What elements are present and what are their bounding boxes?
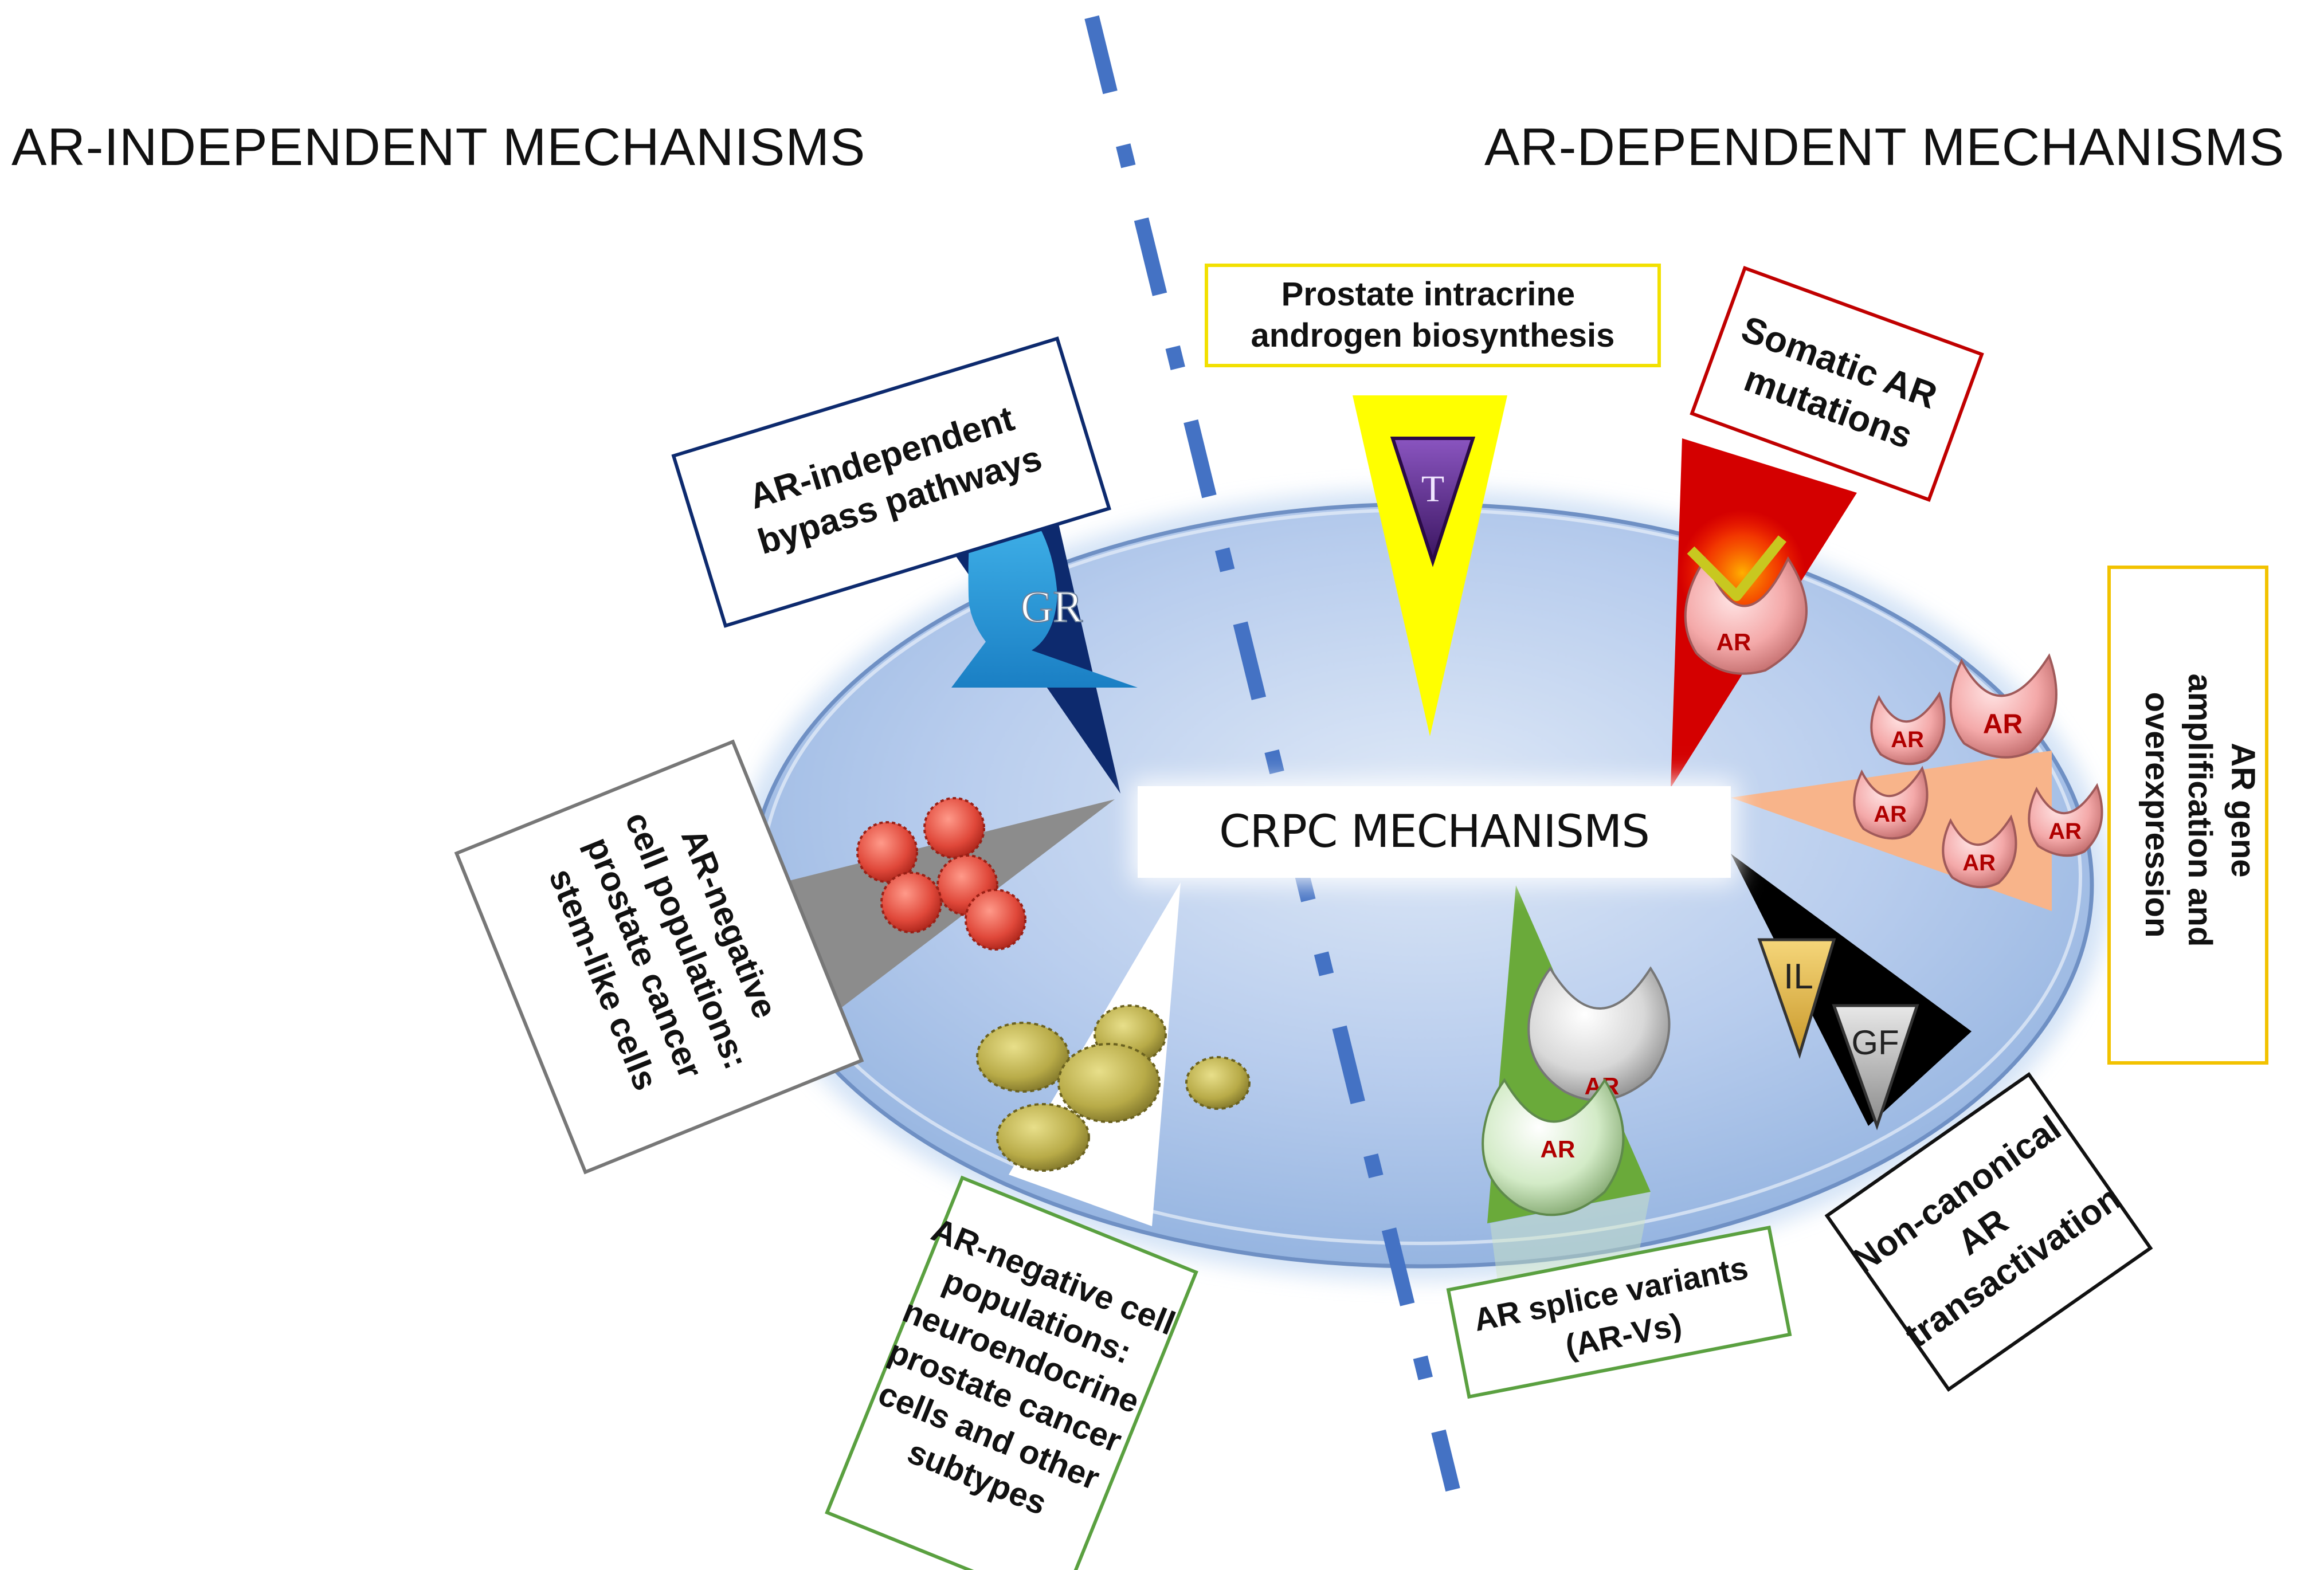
amplification-box: AR gene amplification and overexpression [2107,566,2268,1065]
intracrine-label-line1: Prostate intracrine [1281,276,1576,313]
il-ligand-icon: IL [1757,938,1836,1059]
testosterone-icon: T [1390,437,1476,567]
amplified-ar-receptor-2: AR [1949,653,2057,759]
stem-like-cells-icon [856,797,1026,951]
amplified-ar-label-3: AR [1874,802,1907,827]
amplified-ar-receptor-4: AR [1942,814,2017,889]
crpc-mechanisms-label: CRPC MECHANISMS [1138,786,1731,878]
somatic-box: Somatic AR mutations [1690,266,1984,502]
splice-ar-label-2: AR [1541,1136,1576,1163]
t-label: T [1421,468,1444,510]
amplification-label-line2: amplification and [2181,673,2219,947]
amplification-label-line3: overexpression [2138,692,2176,938]
noncanonical-wedge [1731,854,1972,1126]
divider-line [1084,15,1460,1492]
svg-text:AR gene amplification: AR gene amplification and overexpression [2138,673,2262,956]
gf-label: GF [1851,1023,1899,1062]
stemlike-box: AR-negative cell populations: prostate c… [454,739,864,1175]
intracrine-label-line2: androgen biosynthesis [1251,317,1615,354]
amplified-ar-receptor-3: AR [1853,766,1929,840]
gf-ligand-icon: GF [1832,1004,1919,1131]
stemlike-wedge [771,799,1115,1020]
mutated-ar-receptor-icon: AR [1679,510,1808,675]
neuroendocrine-cells-icon [976,1004,1251,1172]
bypass-box: AR-independent bypass pathways [671,336,1111,628]
intracrine-box: Prostate intracrine androgen biosynthesi… [1205,264,1661,367]
gr-receptor-icon: GR [951,519,1138,688]
il-label: IL [1784,957,1813,996]
amplified-ar-label-5: AR [2048,819,2082,844]
intracrine-wedge [1353,395,1507,736]
ar-independent-heading: AR-INDEPENDENT MECHANISMS [11,118,866,176]
amplified-ar-receptor-1: AR [1870,691,1946,766]
amplification-label-line1: AR gene [2224,743,2262,877]
amplified-ar-label-1: AR [1891,727,1924,752]
gr-label: GR [1021,582,1083,631]
svg-text:Prostate intracrine andr: Prostate intracrine androgen biosynthesi… [1251,276,1615,354]
amplified-ar-label-4: AR [1962,850,1996,876]
neuroendocrine-box: AR-negative cell populations: neuroendoc… [825,1175,1198,1570]
ar-dependent-heading: AR-DEPENDENT MECHANISMS [1484,118,2285,176]
noncanonical-box: Non-canonical AR transactivation [1824,1071,2153,1392]
amplified-ar-receptors: AR AR AR AR AR [1853,653,2103,889]
splice-ar-receptor-icon-2: AR [1482,1078,1625,1216]
amplified-ar-receptor-5: AR [2028,783,2103,857]
amplified-ar-label-2: AR [1983,709,2023,739]
somatic-ar-label: AR [1716,629,1751,656]
